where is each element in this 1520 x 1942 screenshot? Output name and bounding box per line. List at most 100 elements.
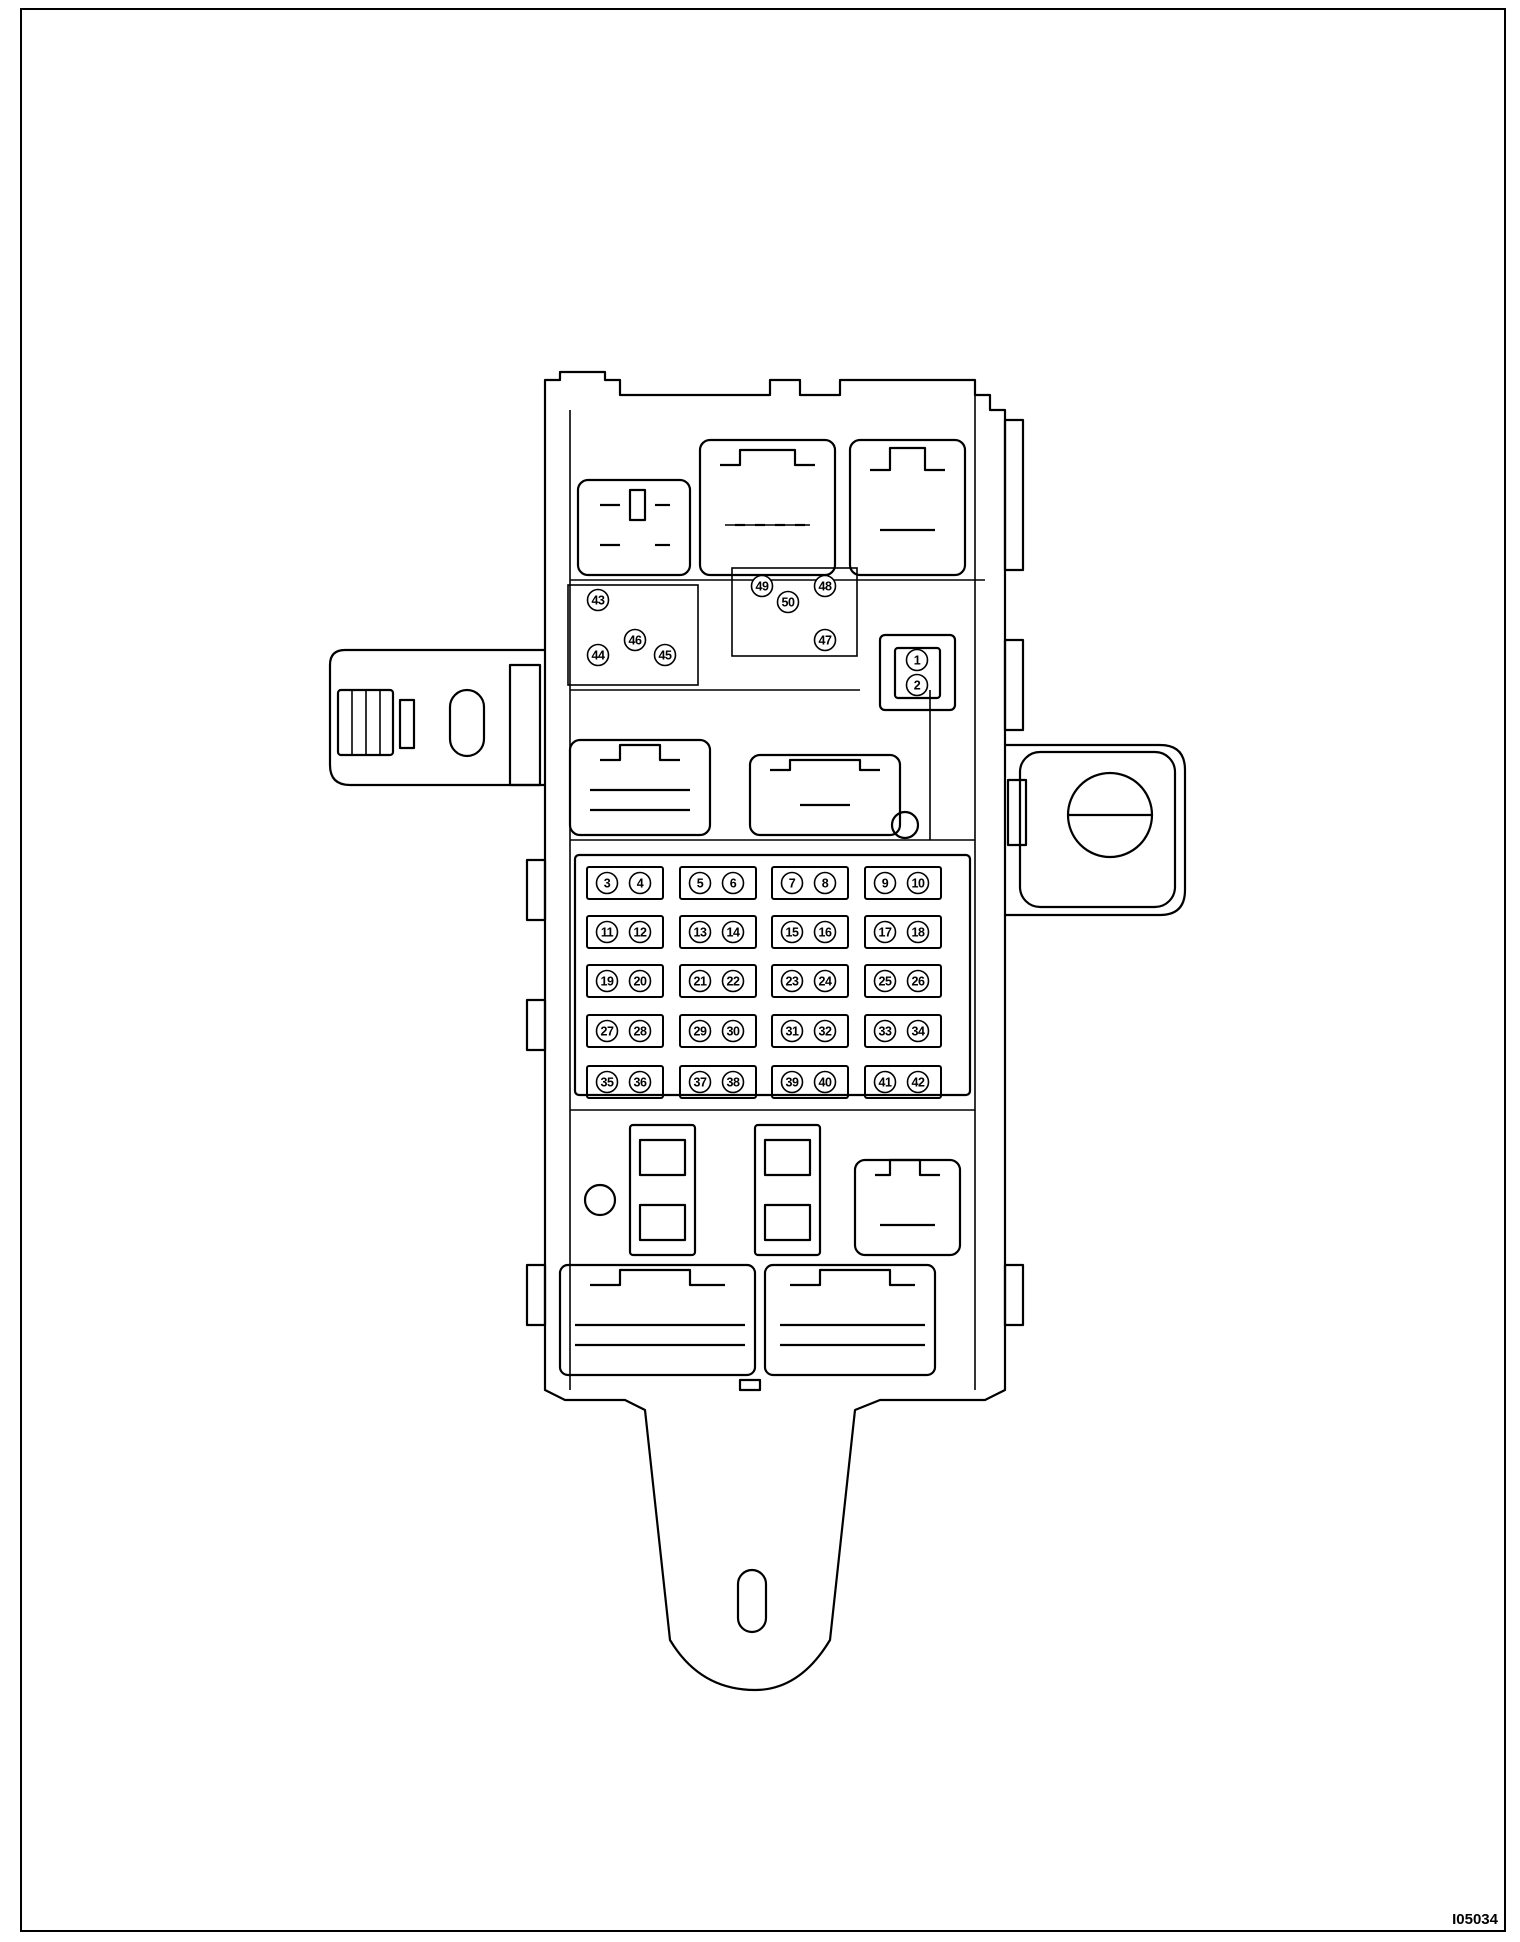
svg-text:16: 16 <box>819 926 832 940</box>
fuse-number-20: 20 <box>628 969 652 993</box>
svg-text:9: 9 <box>882 877 889 891</box>
svg-text:30: 30 <box>727 1025 740 1039</box>
fuse-number-15: 15 <box>780 920 804 944</box>
fuse-number-12: 12 <box>628 920 652 944</box>
svg-text:2: 2 <box>914 679 921 693</box>
fuse-number-25: 25 <box>873 969 897 993</box>
fuse-number-38: 38 <box>721 1070 745 1094</box>
fuse-number-7: 7 <box>780 871 804 895</box>
svg-text:39: 39 <box>786 1076 799 1090</box>
svg-text:47: 47 <box>819 634 832 648</box>
fuse-slot <box>586 1065 664 1099</box>
svg-text:19: 19 <box>601 975 614 989</box>
svg-text:15: 15 <box>786 926 799 940</box>
fuse-number-10: 10 <box>906 871 930 895</box>
svg-text:46: 46 <box>629 634 642 648</box>
fuse-number-32: 32 <box>813 1019 837 1043</box>
fuse-number-4: 4 <box>628 871 652 895</box>
side-connector-number-2: 2 <box>905 673 929 697</box>
fuse-number-36: 36 <box>628 1070 652 1094</box>
fuse-number-27: 27 <box>595 1019 619 1043</box>
svg-text:7: 7 <box>789 877 796 891</box>
fuse-number-31: 31 <box>780 1019 804 1043</box>
svg-text:18: 18 <box>912 926 925 940</box>
fuse-number-37: 37 <box>688 1070 712 1094</box>
svg-text:31: 31 <box>786 1025 799 1039</box>
fuse-number-39: 39 <box>780 1070 804 1094</box>
fuse-number-16: 16 <box>813 920 837 944</box>
svg-text:4: 4 <box>637 877 644 891</box>
fuse-number-22: 22 <box>721 969 745 993</box>
svg-text:36: 36 <box>634 1076 647 1090</box>
fuse-number-17: 17 <box>873 920 897 944</box>
svg-text:37: 37 <box>694 1076 707 1090</box>
fuse-number-33: 33 <box>873 1019 897 1043</box>
fuse-number-5: 5 <box>688 871 712 895</box>
fuse-slot <box>771 1065 849 1099</box>
fuse-slot <box>586 866 664 900</box>
svg-text:13: 13 <box>694 926 707 940</box>
svg-text:21: 21 <box>694 975 707 989</box>
relay-number-46: 46 <box>623 628 647 652</box>
relay-number-50: 50 <box>776 590 800 614</box>
mounting-hole <box>736 1568 768 1634</box>
fuse-slot <box>679 1065 757 1099</box>
fuse-number-19: 19 <box>595 969 619 993</box>
side-connector <box>878 633 957 712</box>
middle-connectors <box>568 738 920 840</box>
fuse-slot <box>771 964 849 998</box>
fuse-number-14: 14 <box>721 920 745 944</box>
fuse-number-35: 35 <box>595 1070 619 1094</box>
fuse-number-40: 40 <box>813 1070 837 1094</box>
fuse-number-30: 30 <box>721 1019 745 1043</box>
svg-text:25: 25 <box>879 975 892 989</box>
svg-text:5: 5 <box>697 877 704 891</box>
svg-text:35: 35 <box>601 1076 614 1090</box>
svg-text:26: 26 <box>912 975 925 989</box>
fuse-slot <box>586 964 664 998</box>
block-outline <box>328 370 1187 1692</box>
svg-text:48: 48 <box>819 580 832 594</box>
bottom-connectors <box>558 1263 937 1392</box>
fuse-number-24: 24 <box>813 969 837 993</box>
lower-relays <box>583 1123 962 1257</box>
relay-group-left <box>567 584 699 686</box>
fuse-number-23: 23 <box>780 969 804 993</box>
diagram-frame <box>20 8 1506 1932</box>
fuse-slot <box>679 866 757 900</box>
fuse-slot <box>679 915 757 949</box>
fuse-slot <box>771 915 849 949</box>
fuse-slot <box>864 1065 942 1099</box>
svg-text:22: 22 <box>727 975 740 989</box>
fuse-number-34: 34 <box>906 1019 930 1043</box>
fuse-number-8: 8 <box>813 871 837 895</box>
svg-text:1: 1 <box>914 654 921 668</box>
svg-text:44: 44 <box>592 649 605 663</box>
svg-text:38: 38 <box>727 1076 740 1090</box>
fuse-number-29: 29 <box>688 1019 712 1043</box>
fuse-slot <box>771 1014 849 1048</box>
fuse-number-42: 42 <box>906 1070 930 1094</box>
svg-text:34: 34 <box>912 1025 925 1039</box>
svg-text:33: 33 <box>879 1025 892 1039</box>
top-connectors <box>576 438 967 577</box>
svg-text:27: 27 <box>601 1025 614 1039</box>
fuse-number-13: 13 <box>688 920 712 944</box>
svg-text:20: 20 <box>634 975 647 989</box>
svg-text:50: 50 <box>782 596 795 610</box>
relay-group-right <box>731 567 858 657</box>
fuse-slot <box>679 1014 757 1048</box>
svg-text:40: 40 <box>819 1076 832 1090</box>
relay-number-48: 48 <box>813 574 837 598</box>
svg-text:29: 29 <box>694 1025 707 1039</box>
fuse-slot <box>864 915 942 949</box>
svg-text:28: 28 <box>634 1025 647 1039</box>
fuse-slot <box>864 866 942 900</box>
fuse-slot <box>771 866 849 900</box>
side-connector-number-1: 1 <box>905 648 929 672</box>
fuse-slot <box>586 915 664 949</box>
fuse-slot <box>864 1014 942 1048</box>
svg-text:10: 10 <box>912 877 925 891</box>
